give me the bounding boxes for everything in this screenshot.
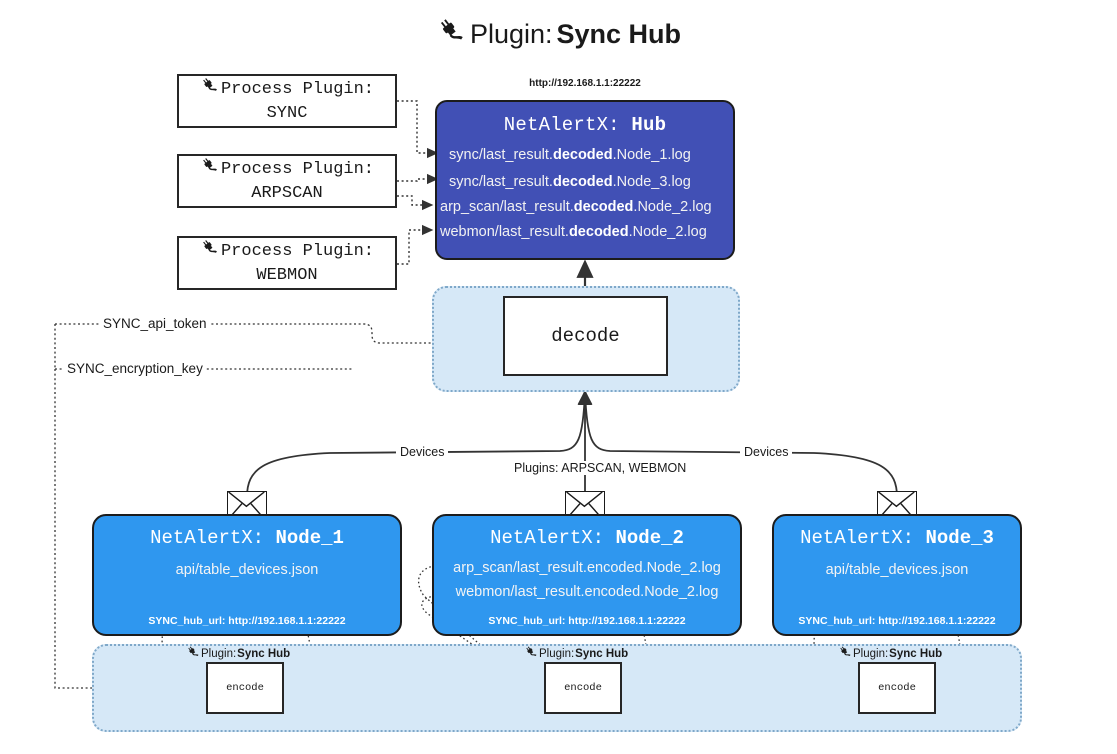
hub-log-mid: decoded [573,199,634,215]
edge-label-devices-right: Devices [740,445,793,459]
process-plugin-name: WEBMON [256,265,318,285]
encode-caption-name: Sync Hub [889,647,943,660]
hub-log-post: .Node_2.log [633,199,712,215]
node-title-prefix: NetAlertX: [490,527,605,549]
hub-log-line: arp_scan/last_result.decoded.Node_2.log [440,200,712,215]
hub-title-prefix: NetAlertX: [503,114,620,136]
process-plugin-caption: Process Plugin: [200,156,374,182]
plug-icon [186,645,200,662]
plug-icon [436,16,466,53]
hub-log-mid: decoded [552,147,613,163]
node-line: api/table_devices.json [825,562,969,578]
encode-caption-prefix: Plugin: [853,647,889,660]
node-line: webmon/last_result.encoded.Node_2.log [455,584,719,600]
hub-box[interactable]: NetAlertX: Hub sync/last_result.decoded.… [435,100,735,260]
process-plugin-box-sync[interactable]: Process Plugin: SYNC [177,74,397,128]
process-plugin-caption-text: Process Plugin: [220,159,375,179]
node-hub-url: SYNC_hub_url: http://192.168.1.1:22222 [798,615,996,627]
encode-caption: Plugin: Sync Hub [838,645,942,662]
encode-caption-name: Sync Hub [237,647,291,660]
hub-log-post: .Node_1.log [612,147,691,163]
encode-box-node-3[interactable]: encode [858,662,936,714]
node-hub-url: SYNC_hub_url: http://192.168.1.1:22222 [148,615,346,627]
plug-icon [200,238,219,264]
node-hub-url: SYNC_hub_url: http://192.168.1.1:22222 [488,615,686,627]
hub-log-line: sync/last_result.decoded.Node_3.log [449,173,691,190]
process-plugin-box-webmon[interactable]: Process Plugin: WEBMON [177,236,397,290]
node-box-node-1[interactable]: NetAlertX: Node_1 api/table_devices.json… [92,514,402,636]
process-plugin-caption: Process Plugin: [200,238,374,264]
hub-log-line: webmon/last_result.decoded.Node_2.log [440,223,707,240]
secret-label-encryption-key: SYNC_encryption_key [64,361,206,376]
encode-caption-prefix: Plugin: [539,647,575,660]
node-line: arp_scan/last_result.encoded.Node_2.log [453,560,721,576]
plug-icon [200,156,219,182]
hub-url-label: http://192.168.1.1:22222 [529,78,641,89]
title-prefix: Plugin: [469,19,553,49]
decode-box[interactable]: decode [503,296,668,376]
node-title: NetAlertX: Node_3 [800,527,994,549]
node-title-prefix: NetAlertX: [800,527,915,549]
edge-label-plugins: Plugins: ARPSCAN, WEBMON [510,461,691,475]
encode-caption-prefix: Plugin: [201,647,237,660]
process-plugin-box-arpscan[interactable]: Process Plugin: ARPSCAN [177,154,397,208]
node-title-prefix: NetAlertX: [150,527,265,549]
encode-caption: Plugin: Sync Hub [186,645,290,662]
process-plugin-caption-text: Process Plugin: [220,79,375,99]
hub-log-post: .Node_2.log [628,223,707,240]
node-title: NetAlertX: Node_1 [150,527,344,549]
plug-icon [838,645,852,662]
hub-title: NetAlertX: Hub [504,114,666,136]
node-title-name: Node_1 [275,527,344,549]
node-line: api/table_devices.json [175,562,319,578]
hub-title-name: Hub [631,114,667,136]
plug-icon [200,76,219,102]
node-box-node-3[interactable]: NetAlertX: Node_3 api/table_devices.json… [772,514,1022,636]
node-title: NetAlertX: Node_2 [490,527,684,549]
title-name: Sync Hub [556,19,682,49]
edge-label-devices-left: Devices [396,445,449,459]
hub-log-pre: arp_scan/last_result. [440,199,574,215]
encode-caption: Plugin: Sync Hub [524,645,628,662]
secret-label-api-token: SYNC_api_token [100,316,210,331]
process-plugin-name: SYNC [266,103,308,123]
process-plugin-name: ARPSCAN [251,183,323,203]
encode-caption-name: Sync Hub [575,647,629,660]
hub-log-pre: webmon/last_result. [440,223,569,240]
process-plugin-caption: Process Plugin: [200,76,374,102]
node-box-node-2[interactable]: NetAlertX: Node_2 arp_scan/last_result.e… [432,514,742,636]
plug-icon [524,645,538,662]
hub-log-mid: decoded [568,223,629,240]
hub-log-post: .Node_3.log [612,173,691,190]
encode-box-node-2[interactable]: encode [544,662,622,714]
encode-box-node-1[interactable]: encode [206,662,284,714]
process-plugin-caption-text: Process Plugin: [220,241,375,261]
hub-log-line: sync/last_result.decoded.Node_1.log [449,148,691,163]
hub-log-mid: decoded [552,173,613,190]
hub-log-pre: sync/last_result. [449,147,553,163]
node-title-name: Node_2 [615,527,684,549]
page-title: Plugin: Sync Hub [0,16,1117,53]
node-title-name: Node_3 [925,527,994,549]
hub-log-pre: sync/last_result. [449,173,553,190]
